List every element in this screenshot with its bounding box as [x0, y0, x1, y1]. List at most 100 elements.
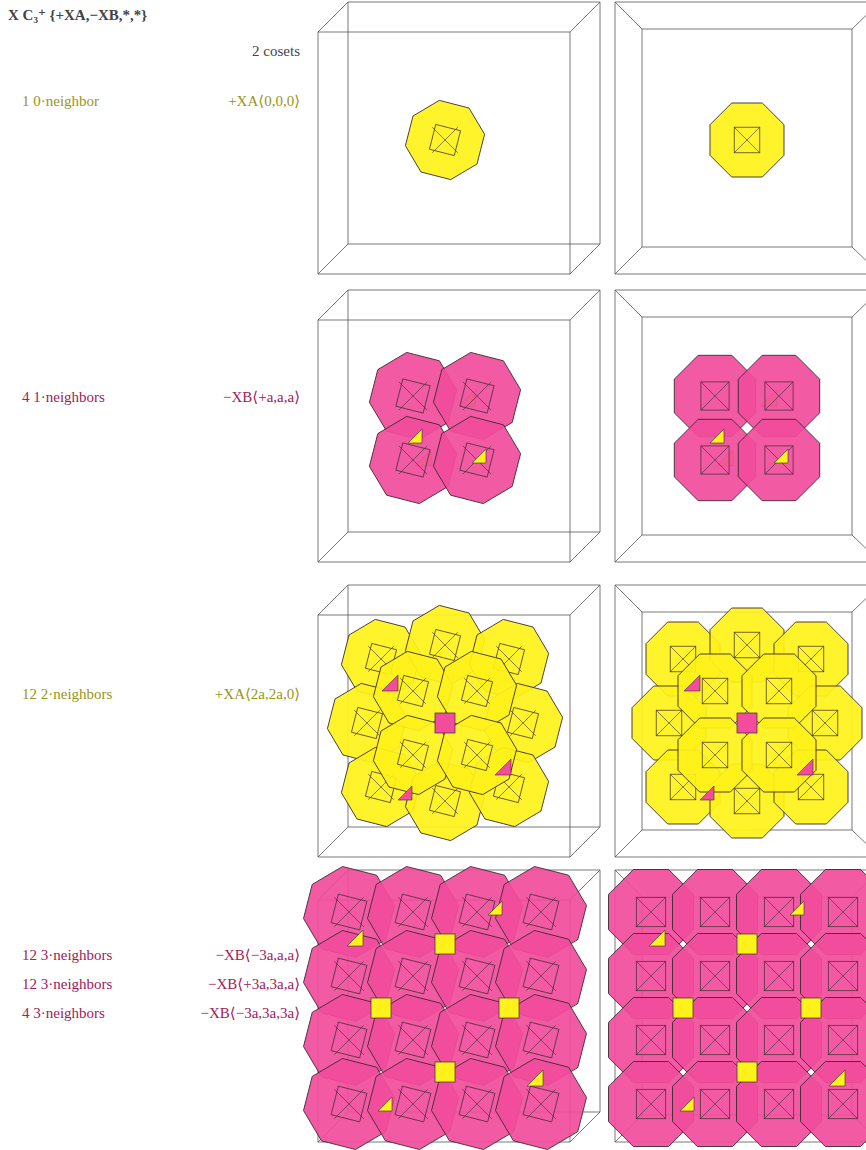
square-facet [636, 1025, 665, 1054]
square-facet [507, 707, 538, 738]
facet-edge [700, 897, 729, 926]
coset-offset: +XA⟨2a,2a,0⟩ [215, 685, 300, 703]
facet-edge [702, 742, 728, 768]
perspective-cube [318, 2, 600, 274]
facet-edge [766, 742, 792, 768]
square-facet [701, 382, 729, 410]
facet-edge [764, 897, 793, 926]
cube-back [348, 290, 600, 532]
facet-edge [700, 1025, 729, 1054]
polyhedron [433, 416, 520, 503]
facet-edge [464, 742, 490, 768]
facet-edge [764, 1089, 793, 1118]
facet-edge [765, 382, 793, 410]
square-facet [395, 958, 431, 994]
square-facet [764, 897, 793, 926]
square-facet [700, 897, 729, 926]
gap-facet [488, 901, 502, 915]
gap-facet [408, 429, 422, 443]
square-facet [828, 1089, 857, 1118]
facet-edge [636, 1089, 665, 1118]
coset-offset: −XB⟨+a,a,a⟩ [223, 388, 300, 406]
facet-edge [828, 961, 857, 990]
facet-edge [463, 446, 491, 474]
cube-edge [318, 532, 348, 562]
gap-facet [797, 759, 813, 775]
neighbor-count: 1 0·neighbor [22, 92, 99, 110]
cube-inner [642, 317, 852, 535]
square-facet [429, 124, 460, 155]
cube-edge [852, 585, 866, 612]
square-facet [764, 1025, 793, 1054]
gap-facet [649, 930, 665, 946]
facet-edge [432, 788, 458, 814]
gap-facet [673, 998, 693, 1018]
square-facet [734, 127, 760, 153]
perspective-cube [318, 290, 600, 562]
cube-edge [570, 827, 600, 857]
facet-edge [399, 382, 427, 410]
square-facet [700, 1025, 729, 1054]
cube-edge [570, 532, 600, 562]
facet-edge [812, 710, 838, 736]
square-facet [460, 379, 494, 413]
facet-edge [636, 961, 665, 990]
facet-edge [734, 632, 760, 658]
coset-count: 2 cosets [252, 42, 300, 60]
facet-edge [463, 382, 491, 410]
facet-edge [398, 1089, 427, 1118]
facet-edge [462, 961, 491, 990]
cube-edge [852, 2, 866, 29]
gap-facet [790, 901, 804, 915]
facet-edge [766, 742, 792, 768]
facet-edge [636, 1025, 665, 1054]
square-facet [764, 961, 793, 990]
facet-edge [764, 1025, 793, 1054]
square-facet [702, 742, 728, 768]
facet-edge [700, 961, 729, 990]
facet-edge [400, 678, 426, 704]
cube-edge [318, 2, 348, 32]
cube-edge [570, 585, 600, 615]
facet-edge [526, 1089, 555, 1118]
facet-edge [766, 678, 792, 704]
square-facet [766, 678, 792, 704]
coset-offset: +XA⟨0,0,0⟩ [228, 92, 300, 110]
cube-edge [615, 2, 642, 29]
facet-edge [828, 1025, 857, 1054]
gap-facet [684, 675, 700, 691]
facet-edge [764, 897, 793, 926]
facet-edge [400, 742, 426, 768]
facet-edge [700, 1025, 729, 1054]
facet-edge [812, 710, 838, 736]
facet-edge [354, 710, 380, 736]
gap-facet [527, 1070, 543, 1086]
polyhedron [496, 1059, 587, 1150]
gap-facet [435, 713, 455, 733]
polyhedron [738, 419, 819, 500]
facet-edge [334, 961, 363, 990]
cube-edge [615, 290, 642, 317]
square-facet [459, 1022, 495, 1058]
cube-edge [570, 244, 600, 274]
polyhedron-face [496, 995, 587, 1086]
square-facet [523, 894, 559, 930]
square-facet [429, 785, 460, 816]
perspective-cube [318, 585, 600, 857]
front-cube [615, 2, 866, 274]
square-facet [523, 1022, 559, 1058]
gap-facet [774, 449, 788, 463]
square-facet [429, 629, 460, 660]
square-facet [331, 894, 367, 930]
polyhedron-face [801, 1062, 866, 1147]
facet-edge [400, 742, 426, 768]
square-facet [700, 961, 729, 990]
square-facet [331, 958, 367, 994]
cube-edge [615, 247, 642, 274]
facet-edge [334, 961, 363, 990]
coset-offset: −XB⟨+3a,3a,a⟩ [208, 975, 300, 993]
facet-edge [828, 1089, 857, 1118]
facet-edge [463, 382, 491, 410]
facet-edge [432, 127, 458, 153]
square-facet [461, 739, 492, 770]
